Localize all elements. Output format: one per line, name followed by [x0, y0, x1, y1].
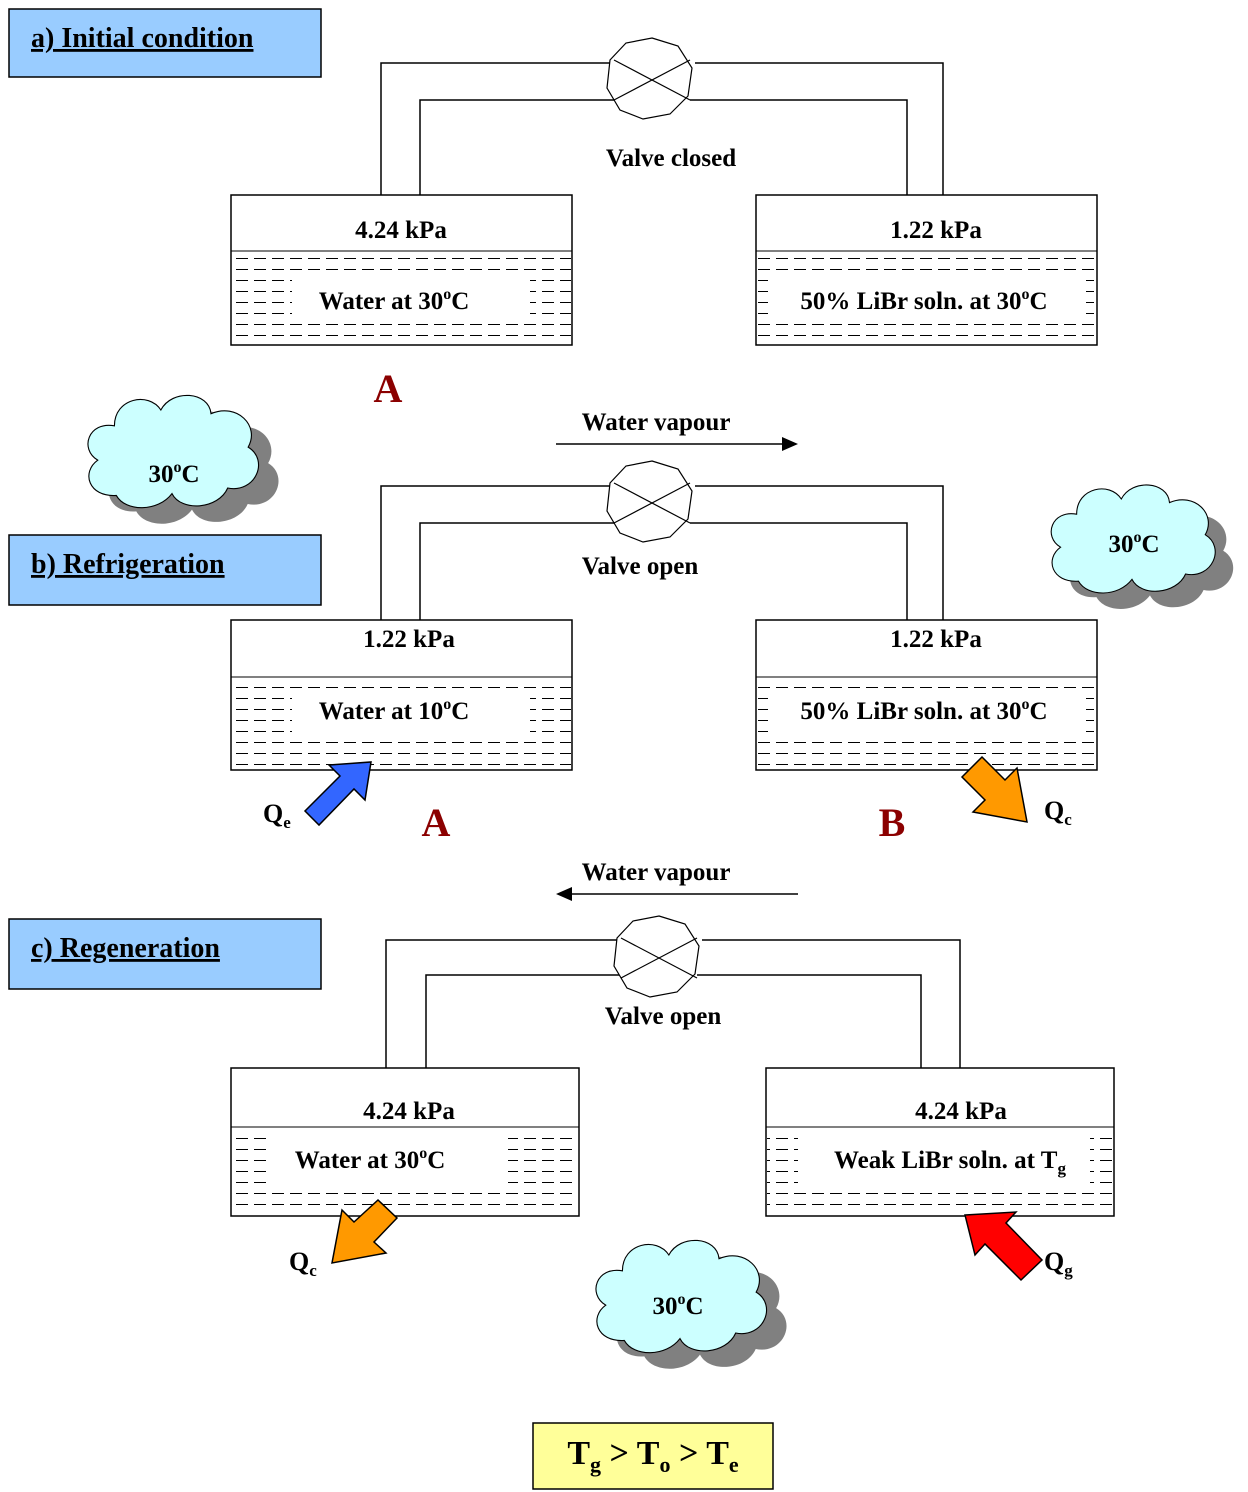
arrow-qc-orange-b [960, 755, 1028, 823]
vessel-c-left-pressure: 4.24 kPa [363, 1098, 455, 1125]
cloud-b-left-temp: 30oC [148, 459, 199, 488]
qe-label: Qe [263, 799, 291, 832]
cloud-b-left: 30oC [87, 394, 279, 524]
cloud-c: 30oC [595, 1239, 787, 1369]
vapour-c-arrow [556, 887, 798, 901]
arrow-qe-blue [303, 761, 372, 827]
vessel-b-right-liquid: 50% LiBr soln. at 30oC [800, 696, 1047, 725]
vessel-c-right-liquid: Weak LiBr soln. at Tg [834, 1147, 1066, 1178]
section-c-box: c) Regeneration [8, 918, 322, 990]
section-c-title: c) Regeneration [31, 933, 220, 964]
vapour-b-label: Water vapour [582, 409, 731, 436]
cloud-b-right-temp: 30oC [1108, 529, 1159, 558]
arrow-qg-red [964, 1211, 1044, 1282]
cloud-c-temp: 30oC [652, 1291, 703, 1320]
pipe-a [380, 62, 944, 195]
vessel-a-right-liquid: 50% LiBr soln. at 30oC [800, 286, 1047, 315]
vessel-b-left-liquid: Water at 10oC [319, 696, 470, 725]
section-b-title: b) Refrigeration [31, 549, 225, 580]
pipe-c [385, 939, 961, 1068]
valve-c-label: Valve open [605, 1003, 722, 1030]
vessel-a-right: 1.22 kPa 50% LiBr soln. at 30oC [755, 194, 1098, 346]
vessel-c-right: 4.24 kPa Weak LiBr soln. at Tg [765, 1067, 1115, 1217]
vessel-a-left-liquid: Water at 30oC [319, 286, 470, 315]
qc-label-b: Qc [1044, 796, 1072, 829]
pipe-b [380, 485, 944, 620]
section-a-box: a) Initial condition [8, 8, 322, 78]
section-a-title: a) Initial condition [31, 23, 254, 54]
valve-b-label: Valve open [582, 553, 699, 580]
vessel-b-right-pressure: 1.22 kPa [890, 626, 982, 653]
cloud-b-right: 30oC [1050, 484, 1234, 609]
section-b-box: b) Refrigeration [8, 534, 322, 606]
vessel-a-right-pressure: 1.22 kPa [890, 217, 982, 244]
valve-a [606, 37, 693, 120]
formula-text: Tg > To > Te [567, 1435, 739, 1477]
vessel-b-left-pressure: 1.22 kPa [363, 626, 455, 653]
vessel-c-left-liquid: Water at 30oC [295, 1145, 446, 1174]
label-b: B [879, 800, 906, 845]
qg-label: Qg [1044, 1247, 1073, 1280]
vessel-b-left: 1.22 kPa Water at 10oC [230, 619, 573, 771]
valve-c [613, 915, 700, 998]
label-a-top: A [374, 366, 403, 411]
label-a-mid: A [422, 800, 451, 845]
formula-box: Tg > To > Te [532, 1422, 774, 1490]
vessel-a-left: 4.24 kPa Water at 30oC [230, 194, 573, 346]
vessel-b-right: 1.22 kPa 50% LiBr soln. at 30oC [755, 619, 1098, 771]
vessel-a-left-pressure: 4.24 kPa [355, 217, 447, 244]
vessel-c-left: 4.24 kPa Water at 30oC [230, 1067, 580, 1217]
vapour-c-label: Water vapour [582, 859, 731, 886]
vessel-c-right-pressure: 4.24 kPa [915, 1098, 1007, 1125]
qc-label-c: Qc [289, 1247, 317, 1280]
valve-b [606, 460, 693, 543]
valve-a-label: Valve closed [606, 145, 736, 172]
arrow-qc-orange-c [331, 1198, 399, 1264]
vapour-b-arrow [556, 437, 798, 451]
